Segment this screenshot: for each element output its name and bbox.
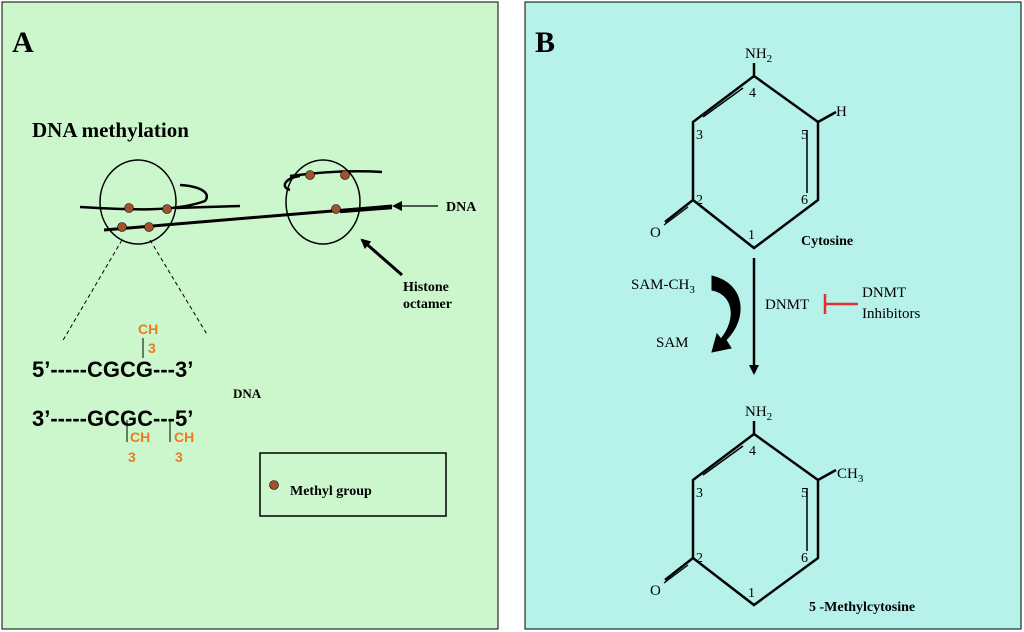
legend-box [259,452,447,517]
cytosine-position-5: 5 [801,128,808,143]
methyl-dot [144,222,154,232]
dna-label: DNA [446,200,477,215]
methylcytosine-double-bond-left [702,445,744,476]
panel-a-title: DNA methylation [32,118,189,142]
methylcytosine-o-label: O [650,583,661,599]
dna-side-label: DNA [233,386,262,401]
methylcytosine-position-6: 6 [801,551,808,566]
methylcytosine-co-bond [664,557,694,581]
methylcytosine-ch3-label: CH3 [837,466,864,485]
sam-ch3-label: SAM-CH3 [631,277,695,296]
methylcytosine-co-bond2 [663,564,689,584]
methyl-label-top-sub: 3 [148,340,156,356]
cytosine-position-4: 4 [749,86,756,101]
methylcytosine-ch3-bond [817,468,837,482]
histone-octamer-left [99,159,177,245]
panel-b: B NH2 H O 4 3 5 2 6 1 Cytosine SAM-CH3 S… [524,1,1022,630]
dnmt-label: DNMT [765,297,809,313]
cytosine-name: Cytosine [801,234,853,249]
cytosine-structure: NH2 H O 4 3 5 2 6 1 Cytosine [650,46,853,250]
sam-label: SAM [656,335,689,351]
dna-top-strand: 5’-----CGCG---3’ [32,357,193,382]
methyl-label-bottom-right-sub: 3 [175,449,183,465]
cytosine-position-1: 1 [748,228,755,243]
methylcytosine-position-3: 3 [696,486,703,501]
panel-b-background [524,1,1022,630]
panel-a-background [1,1,499,630]
methyl-label-bottom-left-sub: 3 [128,449,136,465]
histone-octamer-right [285,159,361,245]
cytosine-h-label: H [836,104,847,120]
dna-bottom-strand: 3’-----GCGC---5’ [32,406,193,431]
methyl-label-bottom-right: CH [174,429,194,445]
panel-a: A DNA methylation DNA Histone octamer 5’… [1,1,499,630]
methyl-dot [340,170,350,180]
methylcytosine-position-4: 4 [749,444,756,459]
cytosine-position-3: 3 [696,128,703,143]
cytosine-nh2-label: NH2 [745,46,772,65]
methyl-label-bottom-left: CH [130,429,150,445]
legend-methyl-dot-icon [269,480,279,490]
sam-curved-arrow [711,275,741,353]
methylcytosine-structure: NH2 CH3 O 4 3 5 2 6 1 5 -Methylcytosine [650,404,915,615]
methylcytosine-position-2: 2 [696,551,703,566]
methyl-dot [117,222,127,232]
cytosine-h-bond [817,110,837,124]
methyl-dot [305,170,315,180]
methyl-dot [162,204,172,214]
cytosine-o-label: O [650,225,661,241]
zoom-line-left [61,239,123,343]
methylcytosine-position-5: 5 [801,486,808,501]
panel-b-letter: B [535,26,555,59]
methyl-label-top: CH [138,321,158,337]
dna-strand-upper [79,183,241,211]
legend-label: Methyl group [290,484,372,499]
methyl-dot [124,203,134,213]
methylcytosine-nh2-label: NH2 [745,404,772,423]
methylcytosine-position-1: 1 [748,586,755,601]
cytosine-position-6: 6 [801,193,808,208]
inhibitors-label-line1: DNMT [862,285,906,301]
panel-a-letter: A [12,26,34,59]
methylcytosine-name: 5 -Methylcytosine [809,600,915,615]
cytosine-position-2: 2 [696,193,703,208]
cytosine-co-bond2 [663,206,689,226]
cytosine-co-bond [664,199,694,223]
cytosine-double-bond-left [702,87,744,118]
histone-pointer-arrow [360,238,403,277]
inhibitors-label-line2: Inhibitors [862,306,920,322]
methyl-dot [331,204,341,214]
histone-label-line2: octamer [403,297,452,312]
histone-label-line1: Histone [403,280,449,295]
zoom-line-right [149,239,209,337]
